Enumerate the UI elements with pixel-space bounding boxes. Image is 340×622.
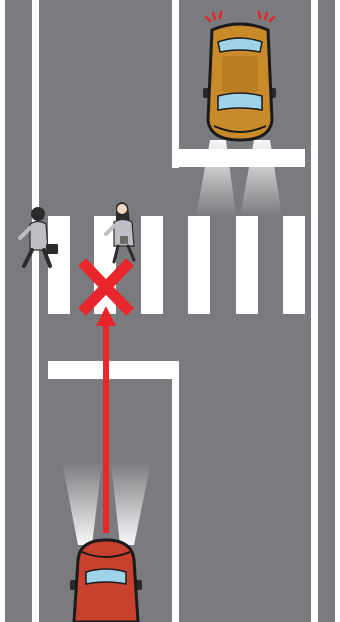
crosswalk-stripe bbox=[236, 216, 258, 314]
stop-line-bottom bbox=[48, 361, 179, 379]
stop-line-top bbox=[172, 149, 305, 167]
waiting-car bbox=[203, 24, 276, 140]
right-edge-line bbox=[311, 0, 318, 622]
crosswalk-stripe bbox=[141, 216, 163, 314]
crosswalk-stripe bbox=[283, 216, 305, 314]
crosswalk-stripe bbox=[188, 216, 210, 314]
center-line-bottom bbox=[172, 361, 179, 622]
center-line-top bbox=[172, 0, 179, 168]
left-edge-line bbox=[32, 0, 39, 622]
moving-car bbox=[70, 540, 142, 622]
